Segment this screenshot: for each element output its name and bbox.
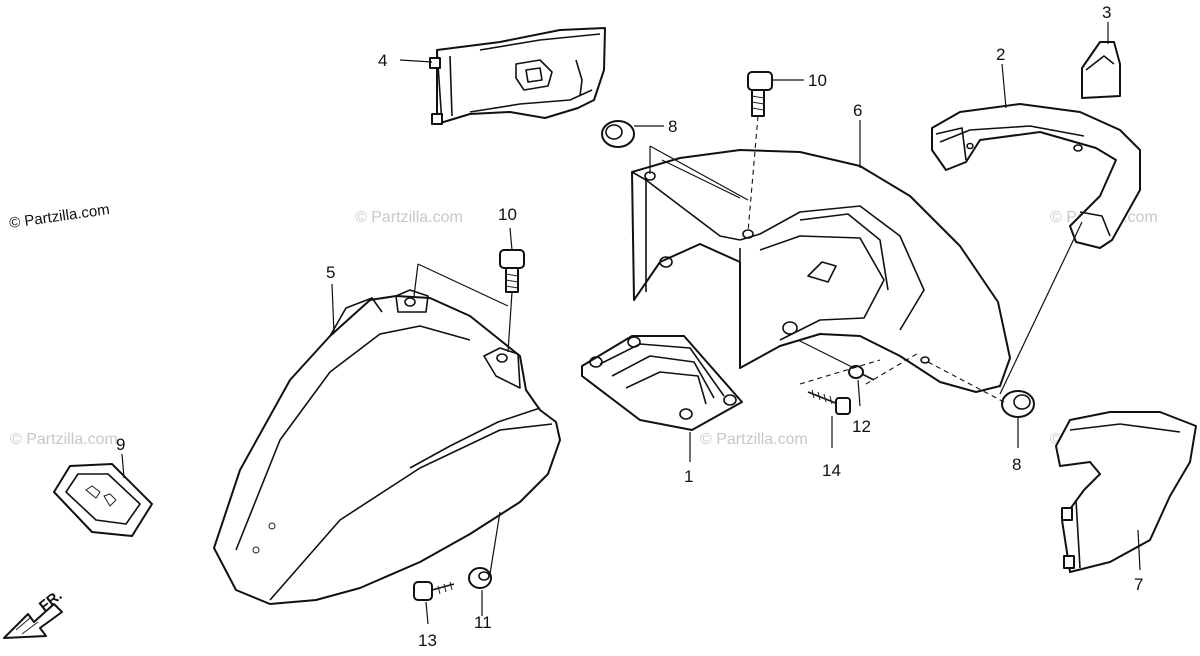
leader-line bbox=[489, 511, 501, 575]
dashed-guide bbox=[865, 351, 921, 385]
callout-5: 5 bbox=[326, 263, 335, 282]
callout-13: 13 bbox=[418, 631, 437, 650]
leader-line bbox=[417, 263, 509, 307]
copyright-text: © Partzilla.com bbox=[8, 201, 110, 232]
part-1-bracket bbox=[581, 335, 743, 431]
leader-line bbox=[1001, 63, 1007, 109]
leader-line bbox=[661, 159, 741, 199]
callout-7: 7 bbox=[1134, 575, 1143, 594]
part-6-rear-fender bbox=[631, 149, 1011, 393]
leader-line bbox=[331, 283, 335, 335]
leader-line bbox=[399, 59, 433, 63]
dashed-guide bbox=[799, 359, 881, 385]
leader-line bbox=[425, 601, 429, 625]
part-14-bolt bbox=[807, 389, 851, 415]
part-11-grommet bbox=[468, 567, 492, 589]
part-8-grommet-lower bbox=[1001, 390, 1035, 418]
leader-line bbox=[999, 221, 1083, 395]
leader-line bbox=[413, 263, 419, 297]
part-3-cap bbox=[1081, 41, 1121, 99]
callout-8b: 8 bbox=[1012, 455, 1021, 474]
leader-line bbox=[121, 453, 125, 479]
leader-line bbox=[507, 291, 513, 353]
callout-12: 12 bbox=[852, 417, 871, 436]
callout-14: 14 bbox=[822, 461, 841, 480]
forward-arrow-icon bbox=[3, 603, 63, 639]
part-10-bolt-middle bbox=[499, 249, 525, 293]
callout-8a: 8 bbox=[668, 117, 677, 136]
part-7-side-cover bbox=[1055, 411, 1197, 573]
callout-10b: 10 bbox=[498, 205, 517, 224]
watermark-text: © Partzilla.com bbox=[355, 209, 463, 226]
leader-line bbox=[649, 145, 749, 201]
callout-9: 9 bbox=[116, 435, 125, 454]
part-10-bolt-upper bbox=[747, 71, 773, 117]
part-4-inner-cover bbox=[429, 27, 606, 125]
leader-line bbox=[509, 227, 513, 251]
callout-10a: 10 bbox=[808, 71, 827, 90]
callout-2: 2 bbox=[996, 45, 1005, 64]
watermark-text: © Partzilla.com bbox=[10, 431, 118, 448]
callout-11: 11 bbox=[474, 613, 492, 632]
part-12-screw bbox=[848, 365, 875, 381]
watermark-text: © Partzilla.com bbox=[700, 431, 808, 448]
callout-3: 3 bbox=[1102, 3, 1111, 22]
part-2-grab-rail bbox=[931, 103, 1141, 249]
part-8-grommet-upper bbox=[601, 120, 635, 148]
leader-line bbox=[797, 339, 855, 369]
part-9-reflector bbox=[53, 463, 153, 537]
leader-line bbox=[857, 379, 861, 407]
leader-line bbox=[1137, 529, 1141, 571]
part-5-front-fender bbox=[213, 289, 561, 605]
part-13-bolt bbox=[413, 581, 455, 601]
callout-1: 1 bbox=[684, 467, 693, 486]
dashed-guide bbox=[747, 115, 759, 233]
callout-6: 6 bbox=[853, 101, 862, 120]
callout-4: 4 bbox=[378, 51, 387, 70]
